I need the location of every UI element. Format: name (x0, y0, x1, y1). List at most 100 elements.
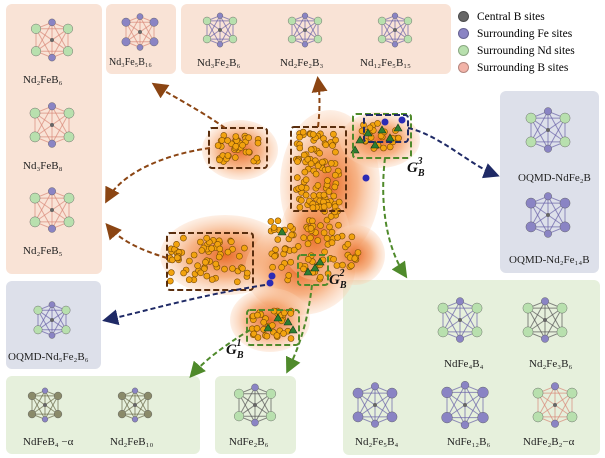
structure-point (278, 263, 285, 271)
structure-point (293, 174, 301, 181)
triangle-point (315, 257, 325, 266)
structure-point (186, 257, 193, 265)
structure-point (304, 255, 312, 263)
structure-point (335, 198, 343, 206)
structure-point (212, 260, 220, 268)
structure-point (331, 171, 339, 179)
cluster-thumbnails (27, 12, 578, 429)
structure-point (253, 325, 261, 332)
structure-point (307, 160, 315, 167)
structure-point (229, 265, 236, 272)
structure-point (241, 244, 248, 252)
cluster-thumbnail (525, 192, 571, 238)
structure-point (214, 142, 222, 149)
structure-point (245, 134, 252, 141)
structure-point (320, 203, 328, 210)
structure-point (232, 133, 240, 140)
structure-point (331, 183, 339, 191)
cluster-thumbnail (31, 18, 74, 62)
label-nd3feb8: Nd₃FeB₈ (23, 160, 63, 172)
structure-point (168, 269, 175, 276)
fe-point (266, 279, 274, 287)
structure-point (254, 311, 261, 319)
structure-point (320, 191, 328, 199)
structure-point (254, 139, 262, 147)
structure-point (202, 258, 209, 266)
cluster-thumbnail (532, 382, 578, 428)
structure-point (302, 191, 310, 199)
structure-point (312, 170, 320, 178)
structure-point (296, 133, 303, 141)
structure-point (330, 192, 338, 200)
legend-label: Surrounding Nd sites (477, 44, 575, 57)
cluster-thumbnail (352, 382, 398, 428)
triangle-point (277, 227, 287, 236)
structure-point (234, 278, 241, 286)
structure-point (208, 276, 216, 283)
fe-point (362, 174, 370, 182)
structure-point (253, 154, 261, 162)
triangle-point (283, 317, 293, 326)
legend: Central B sites Surrounding Fe sites Sur… (458, 8, 598, 76)
cluster-thumbnail (29, 102, 75, 148)
legend-item: Surrounding Fe sites (458, 25, 598, 42)
structure-point (317, 273, 324, 281)
cluster-thumbnail (33, 301, 71, 339)
legend-swatch (458, 11, 469, 22)
structure-point (307, 146, 315, 153)
structure-point (380, 144, 387, 152)
structure-point (300, 151, 308, 159)
structure-point (224, 248, 232, 256)
cluster-thumbnail (287, 12, 323, 48)
brown-box-top-left (208, 127, 268, 169)
structure-point (180, 234, 187, 242)
label-nd2fe3b6: Nd₂Fe₃B₆ (529, 358, 573, 370)
arrow-to-left-panel (105, 147, 211, 204)
structure-point (327, 160, 335, 167)
label-nd12fe5b15: Nd₁₂Fe₅B₁₅ (360, 57, 411, 69)
structure-point (198, 247, 206, 254)
structure-point (314, 182, 322, 189)
structure-point (260, 318, 268, 326)
structure-point (348, 262, 355, 269)
green-box-g2 (297, 254, 329, 286)
legend-label: Central B sites (477, 10, 545, 23)
bottom-left-panel (6, 376, 200, 454)
navy-box-g3 (363, 114, 409, 143)
group-label-g2: GB2 (329, 268, 347, 291)
structure-point (325, 188, 333, 195)
structure-point (290, 246, 298, 254)
arrow-to-left-panel-2 (105, 222, 168, 259)
structure-point (304, 240, 312, 248)
structure-point (208, 245, 215, 252)
structure-point (280, 330, 287, 337)
structure-point (323, 216, 331, 224)
structure-point (203, 272, 211, 280)
structure-point (296, 204, 304, 211)
group-label-g3: GB3 (407, 156, 425, 179)
structure-point (333, 262, 341, 269)
legend-item: Central B sites (458, 8, 598, 25)
oqmd-left-panel (6, 281, 101, 369)
structure-point (273, 332, 281, 339)
structure-point (263, 332, 271, 340)
structure-point (320, 229, 328, 236)
structure-point (245, 148, 253, 156)
structure-point (215, 253, 223, 261)
structure-point (180, 269, 187, 277)
structure-point (395, 134, 402, 142)
structure-point (250, 330, 258, 338)
structure-point (287, 223, 294, 230)
label-nd2feb10: Nd₂FeB₁₀ (110, 436, 154, 448)
label-oqmd-nd2fe14b: OQMD-Nd₂Fe₁₄B (509, 254, 590, 266)
structure-point (322, 141, 330, 149)
structure-point (330, 130, 337, 138)
label-oqmd-nd5fe2b6: OQMD-Nd₅Fe₂B₆ (8, 351, 89, 363)
cluster-thumbnail (233, 383, 277, 427)
structure-point (228, 238, 235, 245)
cluster-thumbnail (121, 13, 159, 51)
cluster-thumbnail (441, 381, 489, 429)
structure-point (267, 218, 275, 225)
structure-point (232, 143, 240, 150)
